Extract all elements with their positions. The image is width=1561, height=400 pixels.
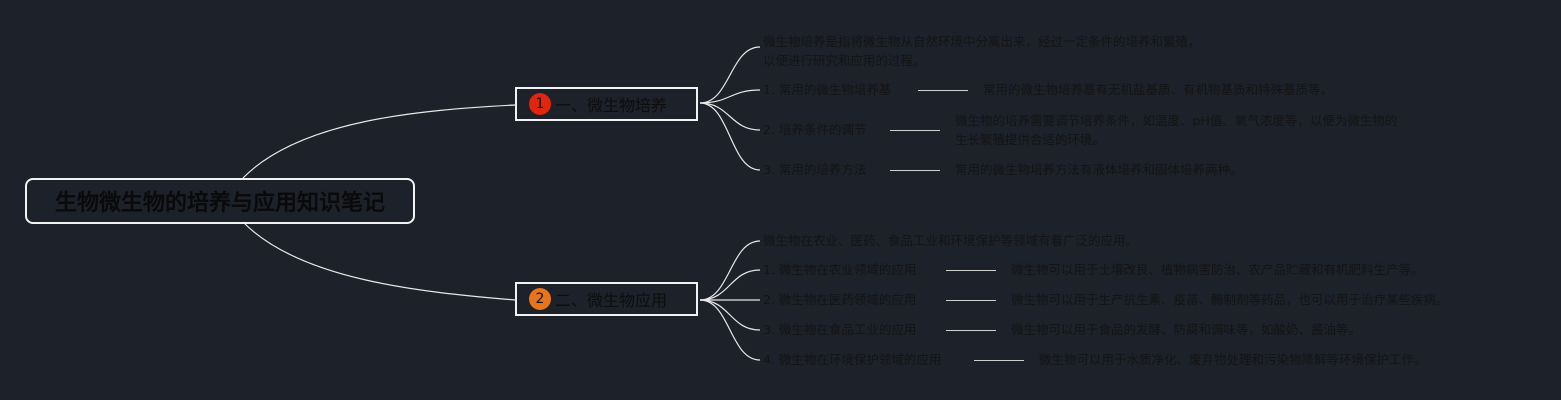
branch-title: 一、微生物培养 xyxy=(555,96,668,115)
detail-node[interactable]: 常用的微生物培养基有无机盐基质、有机物基质和特殊基质等。 xyxy=(983,82,1334,97)
connector-line xyxy=(890,130,940,131)
number-badge-icon: 1 xyxy=(529,93,551,115)
connector-line xyxy=(946,330,996,331)
detail-node[interactable]: 微生物可以用于土壤改良、植物病害防治、农产品贮藏和有机肥料生产等。 xyxy=(1011,262,1424,277)
detail-line: 微生物的培养需要调节培养条件，如温度、pH值、氧气浓度等，以便为微生物的 xyxy=(955,113,1398,128)
connector-line xyxy=(946,270,996,271)
connector-line xyxy=(918,90,968,91)
detail-line: 生长繁殖提供合适的环境。 xyxy=(955,132,1106,147)
root-to-branch-1 xyxy=(242,104,516,179)
detail-node[interactable]: 微生物可以用于水质净化、废弃物处理和污染物降解等环境保护工作。 xyxy=(1039,352,1427,367)
detail-node[interactable]: 微生物可以用于生产抗生素、疫苗、酶制剂等药品，也可以用于治疗某些疾病。 xyxy=(1011,292,1449,307)
root-topic[interactable]: 生物微生物的培养与应用知识笔记 xyxy=(25,178,415,224)
summary-node[interactable]: 微生物培养是指将微生物从自然环境中分离出来，经过一定条件的培养和繁殖， 以便进行… xyxy=(763,32,1201,70)
subtopic-node[interactable]: 3. 微生物在食品工业的应用 xyxy=(763,322,917,337)
detail-node[interactable]: 微生物可以用于食品的发酵、防腐和调味等，如酸奶、酱油等。 xyxy=(1011,322,1362,337)
subtopic-node[interactable]: 1. 微生物在农业领域的应用 xyxy=(763,262,917,277)
summary-node[interactable]: 微生物在农业、医药、食品工业和环境保护等领域有着广泛的应用。 xyxy=(763,233,1139,248)
root-to-branch-2 xyxy=(242,221,516,301)
detail-node[interactable]: 常用的微生物培养方法有液体培养和固体培养两种。 xyxy=(955,162,1243,177)
subtopic-node[interactable]: 4. 微生物在环境保护领域的应用 xyxy=(763,352,942,367)
summary-line: 微生物培养是指将微生物从自然环境中分离出来，经过一定条件的培养和繁殖， xyxy=(763,34,1201,49)
subtopic-node[interactable]: 1. 常用的微生物培养基 xyxy=(763,82,892,97)
subtopic-node[interactable]: 2. 微生物在医药领域的应用 xyxy=(763,292,917,307)
connector-line xyxy=(974,360,1024,361)
subtopic-node[interactable]: 2. 培养条件的调节 xyxy=(763,122,867,137)
connector-line xyxy=(890,170,940,171)
number-badge-icon: 2 xyxy=(529,288,551,310)
branch-topic-1[interactable]: 1 一、微生物培养 xyxy=(515,87,698,121)
subtopic-node[interactable]: 3. 常用的培养方法 xyxy=(763,162,867,177)
branch-title: 二、微生物应用 xyxy=(555,291,668,310)
summary-line: 以便进行研究和应用的过程。 xyxy=(763,53,926,68)
root-title: 生物微生物的培养与应用知识笔记 xyxy=(54,191,385,216)
detail-node[interactable]: 微生物的培养需要调节培养条件，如温度、pH值、氧气浓度等，以便为微生物的 生长繁… xyxy=(955,111,1397,149)
connector-line xyxy=(946,300,996,301)
branch-topic-2[interactable]: 2 二、微生物应用 xyxy=(515,282,698,316)
